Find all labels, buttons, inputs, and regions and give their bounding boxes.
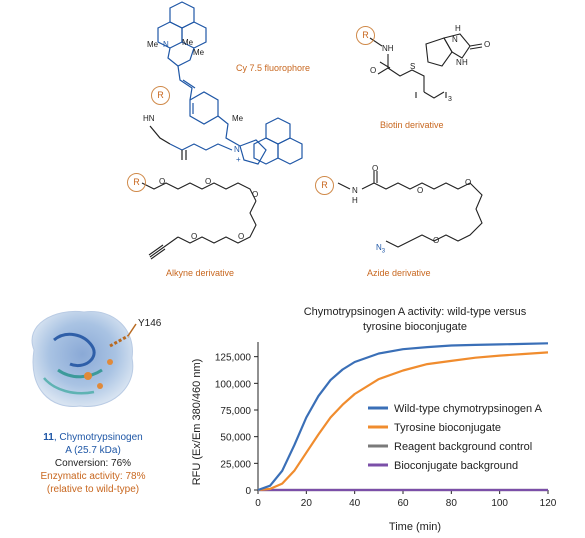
biotin-structure	[369, 33, 483, 99]
cy75-structure	[149, 1, 303, 165]
legend-label: Reagent background control	[394, 441, 532, 453]
protein-size: A (25.7 kDa)	[65, 445, 121, 456]
y-tick-label: 25,000	[220, 459, 251, 470]
relative-text: (relative to wild-type)	[46, 484, 140, 495]
x-tick-label: 40	[349, 498, 361, 509]
x-tick-label: 60	[397, 498, 409, 509]
y-tick-label: 100,000	[215, 379, 252, 390]
atom-n: N	[452, 35, 458, 44]
atom-h: H	[352, 196, 358, 205]
alkyne-label: Alkyne derivative	[166, 268, 235, 278]
atom-n: N	[234, 145, 240, 154]
chart-title-line2: tyrosine bioconjugate	[363, 321, 467, 333]
r-group-circle: R	[127, 173, 146, 192]
atom-o: O	[205, 177, 212, 186]
y-tick-label: 75,000	[220, 406, 251, 417]
atom-me: Me	[182, 38, 194, 47]
atom-me: Me	[193, 48, 205, 57]
activity-text: Enzymatic activity: 78%	[40, 471, 146, 482]
conversion-text: Conversion: 76%	[54, 458, 132, 469]
atom-plus: +	[236, 155, 241, 164]
atom-hn: HN	[143, 114, 155, 123]
azide-structure	[337, 171, 483, 248]
y-tick-label: 0	[245, 486, 251, 497]
atom-h: H	[462, 58, 468, 67]
atom-n3: N3	[376, 243, 386, 255]
alkyne-structure	[141, 182, 257, 260]
atom-o: O	[417, 186, 424, 195]
atom-o: O	[484, 40, 491, 49]
legend-label: Wild-type chymotrypsinogen A	[394, 403, 543, 415]
atom-me: Me	[232, 114, 244, 123]
y-tick-label: 50,000	[220, 433, 251, 444]
r-group-circle: R	[356, 26, 375, 45]
atom-n: N	[163, 40, 169, 49]
x-tick-label: 100	[491, 498, 508, 509]
r-group-circle: R	[315, 176, 334, 195]
atom-nh: NH	[382, 44, 394, 53]
atom-me: Me	[147, 40, 159, 49]
x-tick-label: 20	[301, 498, 313, 509]
y-axis-label: RFU (Ex/Em 380/460 nm)	[191, 359, 203, 486]
protein-structure-image	[31, 310, 137, 407]
atom-o: O	[372, 164, 379, 173]
atom-o: O	[159, 177, 166, 186]
series-line-2	[257, 351, 549, 492]
atom-o: O	[238, 232, 245, 241]
biotin-label: Biotin derivative	[380, 120, 444, 130]
atom-nh: N	[456, 58, 462, 67]
azide-label: Azide derivative	[367, 268, 431, 278]
atom-o: O	[465, 178, 472, 187]
protein-name: 11, Chymotrypsinogen	[43, 432, 143, 443]
site-label: Y146	[138, 318, 162, 329]
atom-h: H	[455, 24, 461, 33]
chart-title-line1: Chymotrypsinogen A activity: wild-type v…	[304, 306, 527, 318]
activity-chart: Chymotrypsinogen A activity: wild-type v…	[191, 306, 557, 533]
legend-label: Bioconjugate background	[394, 460, 518, 472]
atom-n: N	[352, 186, 358, 195]
cy75-label: Cy 7.5 fluorophore	[236, 63, 311, 73]
y-tick-label: 125,000	[215, 353, 252, 364]
r-group-circle: R	[151, 86, 170, 105]
legend-label: Tyrosine bioconjugate	[394, 422, 501, 434]
atom-o: O	[191, 232, 198, 241]
atom-o: O	[252, 190, 259, 199]
x-tick-label: 0	[255, 498, 261, 509]
subscript-3: 3	[448, 96, 452, 103]
chemical-structures-svg	[149, 1, 303, 165]
atom-o: O	[370, 66, 377, 75]
x-tick-label: 120	[540, 498, 557, 509]
x-axis-label: Time (min)	[389, 521, 441, 533]
series-line-1	[257, 342, 549, 492]
x-tick-label: 80	[446, 498, 458, 509]
atom-o: O	[433, 236, 440, 245]
protein-caption: 11, Chymotrypsinogen A (25.7 kDa) Conver…	[8, 431, 178, 496]
atom-s: S	[410, 62, 416, 71]
